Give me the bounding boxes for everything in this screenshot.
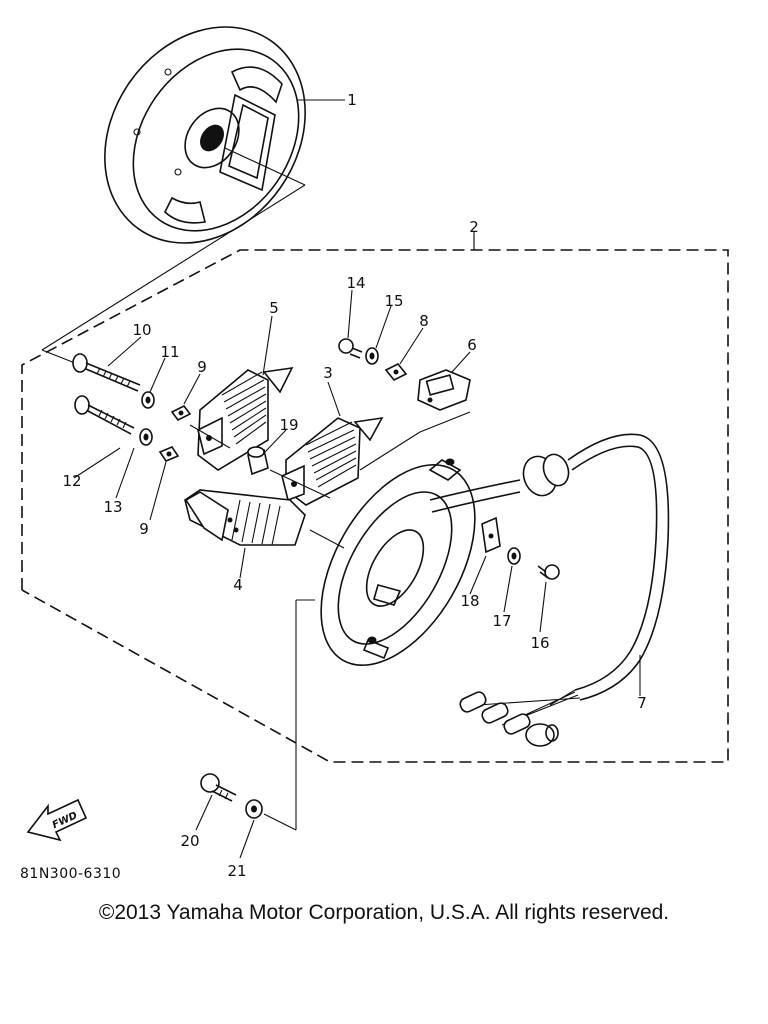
callout-10: 10 — [132, 321, 151, 339]
part-9-clamp-upper[interactable] — [170, 404, 192, 422]
part-11-washer[interactable] — [141, 391, 155, 409]
part-5-coil[interactable] — [197, 366, 294, 471]
callout-12: 12 — [62, 472, 81, 490]
part-20-bolt[interactable] — [200, 773, 237, 802]
part-18-clamp[interactable] — [481, 516, 501, 554]
callout-15: 15 — [384, 292, 403, 310]
callout-9b: 9 — [139, 520, 149, 538]
part-7-lead-wire[interactable] — [429, 433, 670, 747]
callout-7: 7 — [637, 694, 647, 712]
leader-lines — [73, 232, 641, 859]
callout-14: 14 — [346, 274, 365, 292]
part-10-bolt[interactable] — [72, 353, 141, 392]
part-3-coil[interactable] — [281, 416, 384, 506]
callout-16: 16 — [530, 634, 549, 652]
callout-13: 13 — [103, 498, 122, 516]
callout-9a: 9 — [197, 358, 207, 376]
callout-20: 20 — [180, 832, 199, 850]
callout-1: 1 — [347, 91, 357, 109]
callout-17: 17 — [492, 612, 511, 630]
part-16-screw[interactable] — [537, 564, 560, 580]
part-9-clamp-lower[interactable] — [158, 446, 180, 462]
callout-11: 11 — [160, 343, 179, 361]
copyright-notice: ©2013 Yamaha Motor Corporation, U.S.A. A… — [98, 901, 670, 924]
part-4-pickup-coil[interactable] — [184, 489, 306, 546]
callout-5: 5 — [269, 299, 279, 317]
part-13-washer[interactable] — [139, 428, 153, 446]
callout-2: 2 — [469, 218, 479, 236]
callout-8: 8 — [419, 312, 429, 330]
part-15-washer[interactable] — [365, 347, 379, 365]
callout-6: 6 — [467, 336, 477, 354]
part-8-clamp[interactable] — [384, 362, 408, 382]
part-19-collar[interactable] — [247, 446, 269, 476]
part-14-screw[interactable] — [338, 338, 363, 359]
part-17-washer[interactable] — [507, 547, 521, 565]
stator-base-plate[interactable] — [289, 439, 506, 692]
callout-18: 18 — [460, 592, 479, 610]
part-1-flywheel[interactable] — [41, 0, 346, 366]
callout-numbers: 1 2 3 4 5 6 7 8 9 9 10 11 12 13 14 15 16… — [62, 91, 646, 880]
callout-19: 19 — [279, 416, 298, 434]
fwd-arrow-icon: FWD — [26, 798, 88, 842]
diagram-code: 81N300-6310 — [20, 866, 122, 882]
callout-4: 4 — [233, 576, 243, 594]
part-21-washer[interactable] — [245, 799, 263, 819]
part-12-bolt[interactable] — [74, 395, 135, 435]
callout-21: 21 — [227, 862, 246, 880]
part-6-connector[interactable] — [417, 369, 471, 411]
callout-3: 3 — [323, 364, 333, 382]
